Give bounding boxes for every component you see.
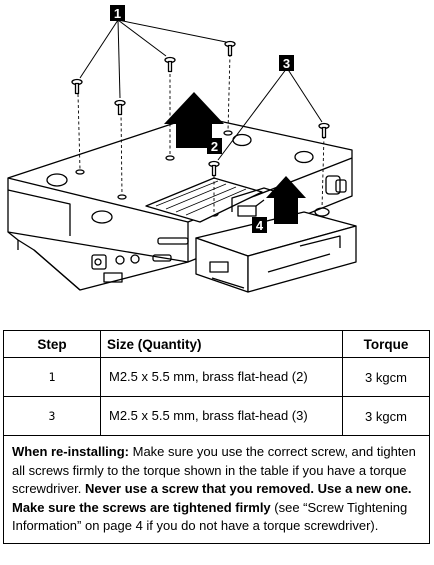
- note-text-2: (see “Screw Tightening Information” on p…: [12, 499, 408, 534]
- svg-text:3: 3: [283, 56, 290, 71]
- row-torque: 3 kgcm: [342, 396, 430, 436]
- row-size: M2.5 x 5.5 mm, brass flat-head (2): [100, 357, 343, 397]
- note-lead: When re-installing:: [12, 444, 129, 459]
- column-header-size: Size (Quantity): [100, 330, 343, 358]
- reinstall-note: When re-installing: Make sure you use th…: [3, 435, 430, 544]
- removable-module: [195, 211, 357, 293]
- row-size: M2.5 x 5.5 mm, brass flat-head (3): [100, 396, 343, 436]
- disassembly-illustration: 1 2 3 4: [7, 5, 357, 293]
- table-row: 1 M2.5 x 5.5 mm, brass flat-head (2) 3 k…: [3, 357, 430, 397]
- screw-torque-table: Step Size (Quantity) Torque 1 M2.5 x 5.5…: [3, 330, 430, 544]
- callout-4: 4: [252, 217, 267, 233]
- table-row: 3 M2.5 x 5.5 mm, brass flat-head (3) 3 k…: [3, 396, 430, 436]
- row-torque: 3 kgcm: [342, 357, 430, 397]
- callout-2: 2: [207, 138, 222, 154]
- row-step: 1: [3, 357, 101, 397]
- svg-text:1: 1: [114, 6, 121, 21]
- row-step: 3: [3, 396, 101, 436]
- svg-text:2: 2: [211, 139, 218, 154]
- note-warning: Never use a screw that you removed. Use …: [12, 481, 412, 515]
- column-header-torque: Torque: [342, 330, 430, 358]
- table-header-row: Step Size (Quantity) Torque: [3, 330, 430, 358]
- note-text-1: Make sure you use the correct screw, and…: [12, 444, 416, 496]
- callout-3: 3: [279, 55, 294, 71]
- svg-text:4: 4: [256, 218, 264, 233]
- note-row: When re-installing: Make sure you use th…: [3, 435, 430, 544]
- lift-arrow-icon: [164, 92, 224, 148]
- column-header-step: Step: [3, 330, 101, 358]
- callout-1: 1: [110, 5, 125, 21]
- screw-group: [71, 40, 330, 177]
- remove-module-arrow-icon: [266, 176, 306, 224]
